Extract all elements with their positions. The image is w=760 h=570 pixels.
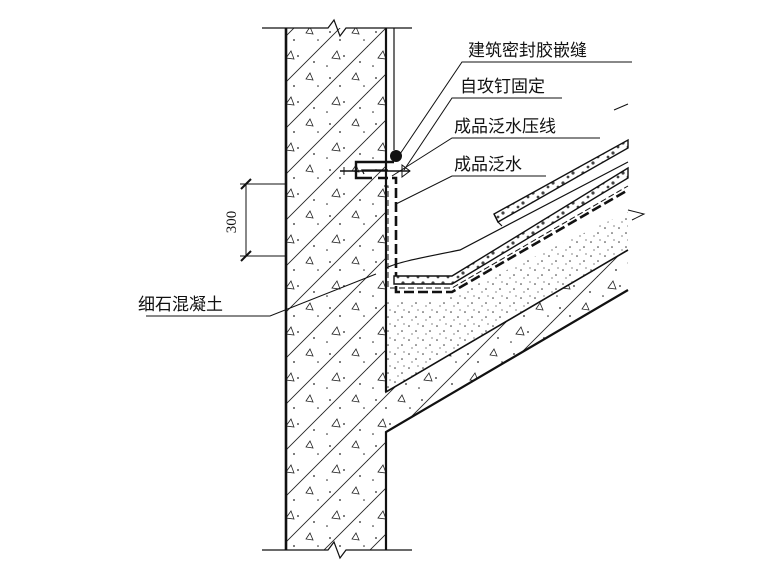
dimension-300 xyxy=(240,178,286,262)
leader-lines xyxy=(146,61,632,317)
break-lines xyxy=(262,18,412,560)
dimension-label: 300 xyxy=(224,211,240,234)
label-sealant-joint: 建筑密封胶嵌缝 xyxy=(468,41,587,61)
self-tapping-screw xyxy=(340,164,411,178)
flashing-bead xyxy=(354,160,394,180)
sealant-dot xyxy=(390,150,402,162)
label-flashing: 成品泛水 xyxy=(454,155,522,175)
label-fine-aggregate-concrete: 细石混凝土 xyxy=(138,295,223,315)
label-flashing-bead: 成品泛水压线 xyxy=(454,117,556,137)
fine-aggregate-concrete-layer xyxy=(385,161,629,394)
label-self-tapping-screw: 自攻钉固定 xyxy=(460,77,545,97)
waterproof-membrane xyxy=(378,176,629,294)
roof-tile-layer xyxy=(393,103,646,285)
